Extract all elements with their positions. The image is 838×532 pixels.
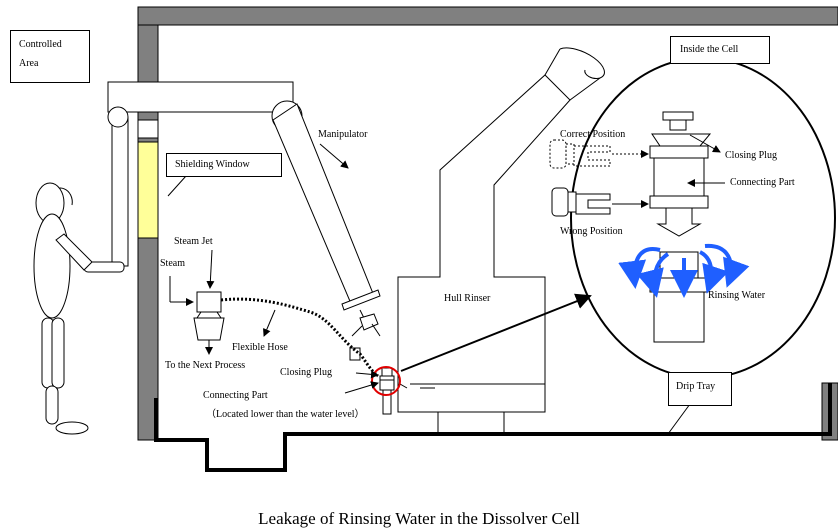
- steam-jet-label: Steam Jet: [174, 236, 213, 247]
- cell-walls: [137, 6, 838, 441]
- shielding-window-label: Shielding Window: [175, 159, 250, 170]
- rinsing-water-flow: [618, 243, 750, 298]
- diagram-caption: Leakage of Rinsing Water in the Dissolve…: [258, 509, 580, 528]
- shielding-window: [137, 141, 159, 239]
- operator-figure: [33, 182, 93, 435]
- drip-tray-box: Drip Tray: [668, 372, 732, 406]
- steam-jet: [169, 249, 225, 355]
- rinsing-water-label: Rinsing Water: [708, 290, 766, 301]
- controlled-area-box: Controlled Area: [10, 30, 90, 83]
- manipulator-label: Manipulator: [318, 129, 368, 140]
- controlled-area-label: Controlled Area: [19, 39, 62, 69]
- connecting-part-label: Connecting Part: [203, 390, 268, 401]
- next-process-label: To the Next Process: [165, 360, 246, 371]
- steam-label: Steam: [160, 258, 185, 269]
- closing-plug-small: [379, 367, 395, 415]
- connecting-part-note: （Located lower than the water level）: [206, 409, 365, 420]
- drip-tray: [154, 383, 832, 472]
- detail-closing-plug-label: Closing Plug: [725, 150, 777, 161]
- detail-connecting-part-label: Connecting Part: [730, 177, 795, 188]
- correct-position-fitting: [549, 139, 611, 169]
- inside-cell-box: Inside the Cell: [670, 36, 770, 64]
- hull-rinser: [397, 47, 605, 434]
- wrong-position-fitting: [551, 187, 649, 217]
- label-pointers: [167, 143, 691, 435]
- shielding-window-box: Shielding Window: [166, 153, 282, 177]
- closing-plug-label: Closing Plug: [280, 367, 332, 378]
- flexible-hose: [220, 297, 379, 378]
- flexible-hose-label: Flexible Hose: [232, 342, 288, 353]
- leak-highlight-circle: [371, 366, 401, 396]
- detail-connecting-part: [649, 111, 712, 343]
- inside-cell-label: Inside the Cell: [680, 44, 739, 55]
- correct-position-label: Correct Position: [560, 129, 626, 140]
- hull-rinser-label: Hull Rinser: [444, 293, 491, 304]
- wrong-position-label: Wrong Position: [560, 226, 623, 237]
- drip-tray-label: Drip Tray: [676, 381, 716, 392]
